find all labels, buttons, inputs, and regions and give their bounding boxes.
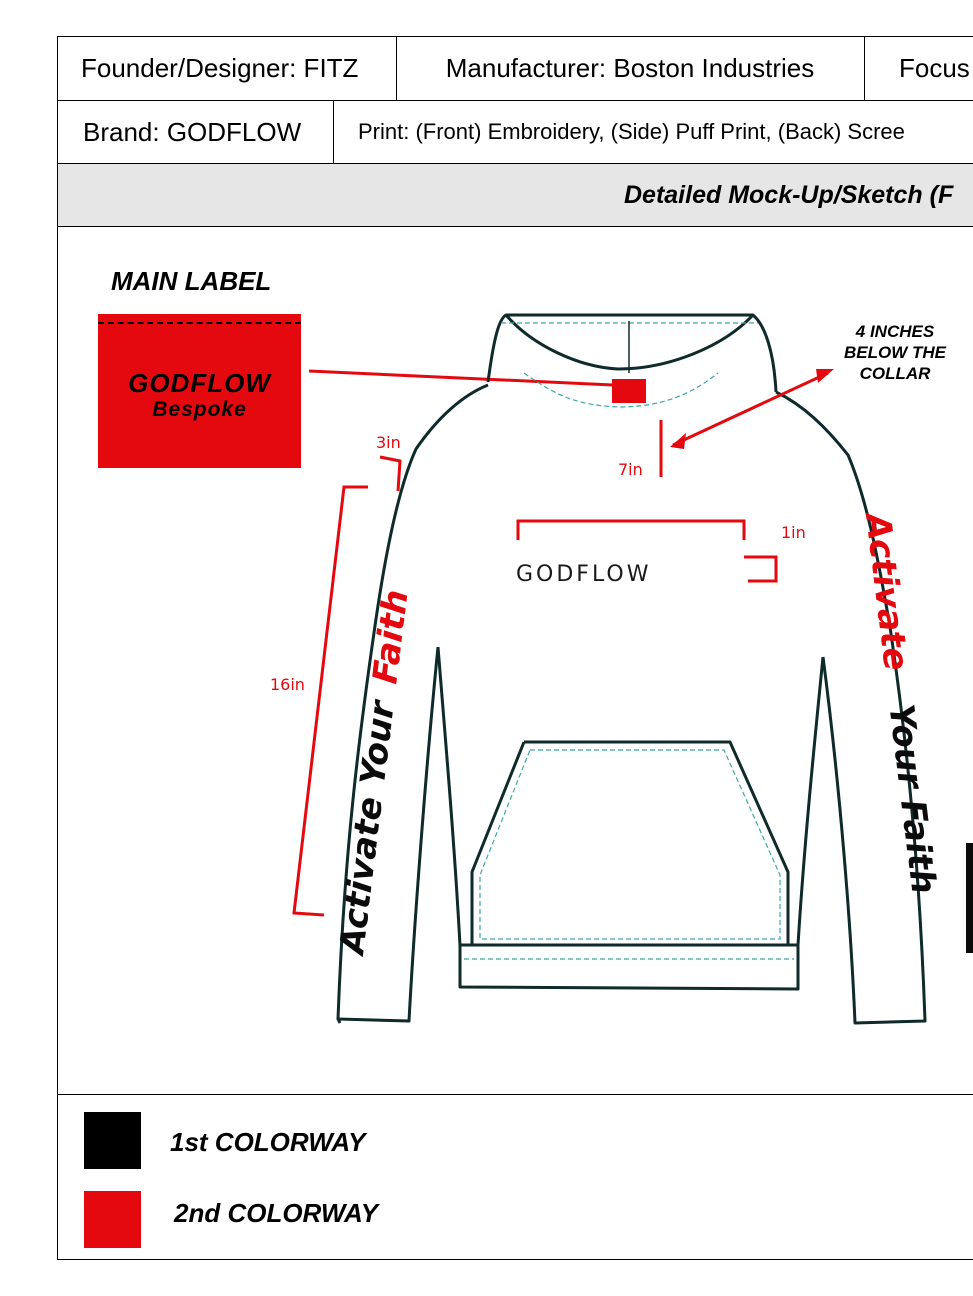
left-sleeve-text-red: Faith <box>365 588 416 687</box>
collar-arrow <box>672 371 829 447</box>
left-sleeve-print: Activate Your Faith <box>332 588 417 960</box>
divider <box>396 37 397 100</box>
sleeve-length-bracket <box>292 485 368 917</box>
right-sleeve-text-black: Your Faith <box>880 702 943 896</box>
hoodie-illustration: GODFLOW Activate Your Faith Activate You… <box>292 313 973 1093</box>
sleeve-width-dim: 3in <box>376 433 401 452</box>
collar-note-line: COLLAR <box>859 364 931 383</box>
left-sleeve-text-black: Activate Your <box>332 697 403 959</box>
header-row-2: Brand: GODFLOW Print: (Front) Embroidery… <box>58 101 973 164</box>
colorway-label: 2nd COLORWAY <box>174 1198 379 1228</box>
spec-sheet: Founder/Designer: FITZ Manufacturer: Bos… <box>57 36 973 1260</box>
sleeve-length-dim: 16in <box>270 675 305 694</box>
logo-height-dim: 1in <box>781 523 806 542</box>
colorway-swatch-red <box>84 1191 141 1248</box>
logo-height-bracket <box>744 555 778 583</box>
print-cell: Print: (Front) Embroidery, (Side) Puff P… <box>334 101 973 163</box>
collar-note-line: 4 INCHES <box>855 322 935 341</box>
founder-cell: Founder/Designer: FITZ <box>58 37 396 100</box>
hoodie-outline <box>338 313 927 1023</box>
mockup-title-band: Detailed Mock-Up/Sketch (F <box>58 164 973 227</box>
print-text: Print: (Front) Embroidery, (Side) Puff P… <box>358 119 905 144</box>
logo-width-bracket <box>516 519 746 540</box>
manufacturer-text: Manufacturer: Boston Industries <box>445 53 815 83</box>
neck-label <box>612 379 646 403</box>
label-sub-text: Bespoke <box>152 398 247 421</box>
manufacturer-cell: Manufacturer: Boston Industries <box>396 37 864 100</box>
sleeve-width-bracket <box>379 455 402 492</box>
main-label-swatch: GODFLOW Bespoke <box>98 314 301 468</box>
collar-note: 4 INCHES BELOW THE COLLAR <box>835 321 955 384</box>
focus-text: Focus <box>899 53 970 83</box>
main-label-title: MAIN LABEL <box>111 266 272 296</box>
divider <box>864 37 865 100</box>
back-sleeve-print-edge <box>966 843 973 953</box>
colorway-swatch-black <box>84 1112 141 1169</box>
collar-note-line: BELOW THE <box>844 343 946 362</box>
colorway-divider <box>58 1094 973 1095</box>
right-sleeve-text-red: Activate <box>857 508 916 672</box>
header-row-1: Founder/Designer: FITZ Manufacturer: Bos… <box>58 37 973 101</box>
logo-width-dim: 7in <box>618 460 643 479</box>
arrow-head-down <box>670 433 686 449</box>
mockup-title: Detailed Mock-Up/Sketch (F <box>624 180 954 209</box>
brand-text: Brand: GODFLOW <box>83 116 302 147</box>
divider <box>333 101 334 163</box>
focus-cell: Focus <box>864 37 973 100</box>
hoodie-stitching <box>464 322 794 960</box>
label-leader-line <box>308 369 614 387</box>
founder-text: Founder/Designer: FITZ <box>81 53 359 83</box>
brand-cell: Brand: GODFLOW <box>58 101 334 163</box>
colorway-label: 1st COLORWAY <box>170 1127 366 1157</box>
label-stitch-line <box>98 322 301 324</box>
arrow-head-up <box>816 369 834 383</box>
chest-logo: GODFLOW <box>516 562 652 587</box>
label-brand-text: GODFLOW <box>128 368 271 398</box>
